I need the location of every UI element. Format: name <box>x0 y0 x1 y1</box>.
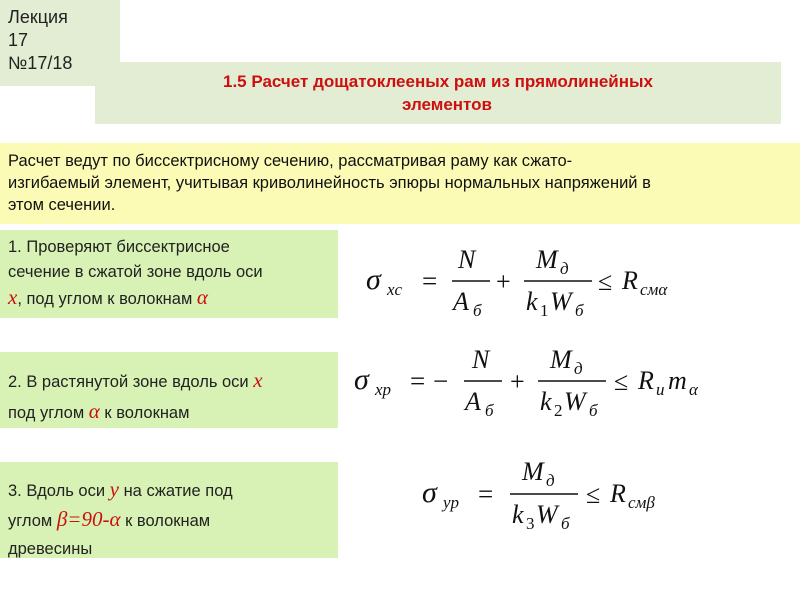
lecture-code: №17/18 <box>8 53 73 73</box>
f2-r-sub: и <box>656 380 665 399</box>
f1-denominator-k-sub: 1 <box>540 301 549 320</box>
f3-sigma-sub: yp <box>441 493 459 512</box>
f1-r: R <box>621 266 638 295</box>
f2-denominator-w-sub: б <box>589 401 598 420</box>
intro-paragraph: Расчет ведут по биссектрисному сечению, … <box>0 143 800 224</box>
item1-line3: x, под углом к волокнам α <box>8 285 330 312</box>
lecture-word: Лекция <box>8 7 68 27</box>
f1-r-sub: смα <box>640 280 668 299</box>
item1-text3: , под углом к волокнам <box>17 290 197 308</box>
f3-numerator-m-sub: д <box>546 471 555 490</box>
intro-line1: Расчет ведут по биссектрисному сечению, … <box>8 152 573 170</box>
f1-numerator-m-sub: д <box>560 259 569 278</box>
f1-plus: + <box>496 267 511 296</box>
section-title-line2: элементов <box>401 95 492 114</box>
f2-denominator-w: W <box>564 387 588 416</box>
formula-3-svg: σ yp = M д k 3 W б ≤ R смβ <box>422 457 655 533</box>
section-title: 1.5 Расчет дощатоклееных рам из прямолин… <box>95 62 781 124</box>
f1-sigma-sub: xc <box>386 280 403 299</box>
f2-m: m <box>668 366 687 395</box>
formula-tension-x: σ xp = − N A б + M д k 2 W б ≤ R и m α <box>348 340 748 424</box>
f2-denominator-k-sub: 2 <box>554 401 563 420</box>
f3-sigma: σ <box>422 476 438 509</box>
f3-r-sub: смβ <box>628 493 655 512</box>
f3-denominator-w: W <box>536 500 560 529</box>
f2-minus: − <box>433 366 448 396</box>
f1-denominator-w: W <box>550 287 574 316</box>
f1-less-equal: ≤ <box>598 267 612 296</box>
f1-sigma: σ <box>366 263 382 296</box>
formula-2-svg: σ xp = − N A б + M д k 2 W б ≤ R и m α <box>354 345 699 420</box>
check-item-3: 3. Вдоль оси y на сжатие под углом β=90-… <box>0 462 338 558</box>
item1-line1: 1. Проверяют биссектрисное <box>8 238 230 256</box>
f2-equals: = <box>410 366 425 396</box>
formula-compression-x: σ xc = N A б + M д k 1 W б ≤ R смα <box>360 238 710 322</box>
section-title-line1: 1.5 Расчет дощатоклееных рам из прямолин… <box>222 72 653 91</box>
f1-denominator-w-sub: б <box>575 301 584 320</box>
f2-plus: + <box>510 367 525 396</box>
item2-line1-text: 2. В растянутой зоне вдоль оси <box>8 373 254 391</box>
f3-equals: = <box>478 479 493 509</box>
f3-r: R <box>609 479 626 508</box>
f2-numerator-m-sub: д <box>574 359 583 378</box>
item3-angle: β=90-α <box>56 507 121 531</box>
f3-denominator-w-sub: б <box>561 514 570 533</box>
item3-line3: древесины <box>8 540 93 558</box>
formula-compression-y: σ yp = M д k 3 W б ≤ R смβ <box>418 456 718 540</box>
f2-sigma-sub: xp <box>374 380 391 399</box>
item3-line1-text-a: 3. Вдоль оси <box>8 482 110 500</box>
f1-equals: = <box>422 266 437 296</box>
f2-r: R <box>637 366 654 395</box>
f2-denominator-a-sub: б <box>485 401 494 420</box>
item2-line2-text-a: под углом <box>8 404 89 422</box>
f2-less-equal: ≤ <box>614 367 628 396</box>
f1-denominator-a: A <box>451 287 469 316</box>
check-item-1: 1. Проверяют биссектрисное сечение в сжа… <box>0 230 338 318</box>
item3-line2: углом β=90-α к волокнам <box>8 505 330 535</box>
item1-line2: сечение в сжатой зоне вдоль оси <box>8 263 263 281</box>
f2-numerator-m: M <box>549 345 573 374</box>
item3-line2-text-b: к волокнам <box>120 512 211 530</box>
f2-m-sub: α <box>689 380 699 399</box>
f1-numerator-n: N <box>457 245 477 274</box>
item2-line1: 2. В растянутой зоне вдоль оси x <box>8 366 330 397</box>
item3-axis: y <box>109 477 119 501</box>
f2-denominator-k: k <box>540 387 552 416</box>
lecture-label: Лекция 17 №17/18 <box>0 0 120 86</box>
lecture-number: 17 <box>8 30 29 50</box>
item2-angle: α <box>88 399 100 423</box>
item3-line2-text-a: углом <box>8 512 57 530</box>
f2-numerator-n: N <box>471 345 491 374</box>
item2-line2-text-b: к волокнам <box>99 404 190 422</box>
f1-numerator-m: M <box>535 245 559 274</box>
f1-denominator-k: k <box>526 287 538 316</box>
item2-axis: x <box>253 368 263 392</box>
intro-line2: изгибаемый элемент, учитывая криволинейн… <box>8 174 651 192</box>
item1-angle: α <box>196 285 208 309</box>
check-item-2: 2. В растянутой зоне вдоль оси x под угл… <box>0 352 338 428</box>
item2-line2: под углом α к волокнам <box>8 397 330 428</box>
item1-axis: x <box>8 285 18 309</box>
f3-numerator-m: M <box>521 457 545 486</box>
f3-denominator-k-sub: 3 <box>526 514 535 533</box>
item3-line1: 3. Вдоль оси y на сжатие под <box>8 475 330 505</box>
formula-1-svg: σ xc = N A б + M д k 1 W б ≤ R смα <box>366 245 668 320</box>
f2-denominator-a: A <box>463 387 481 416</box>
intro-line3: этом сечении. <box>8 196 116 214</box>
f3-denominator-k: k <box>512 500 524 529</box>
f2-sigma: σ <box>354 363 370 396</box>
f1-denominator-a-sub: б <box>473 301 482 320</box>
f3-less-equal: ≤ <box>586 480 600 509</box>
item3-line1-text-b: на сжатие под <box>118 482 233 500</box>
